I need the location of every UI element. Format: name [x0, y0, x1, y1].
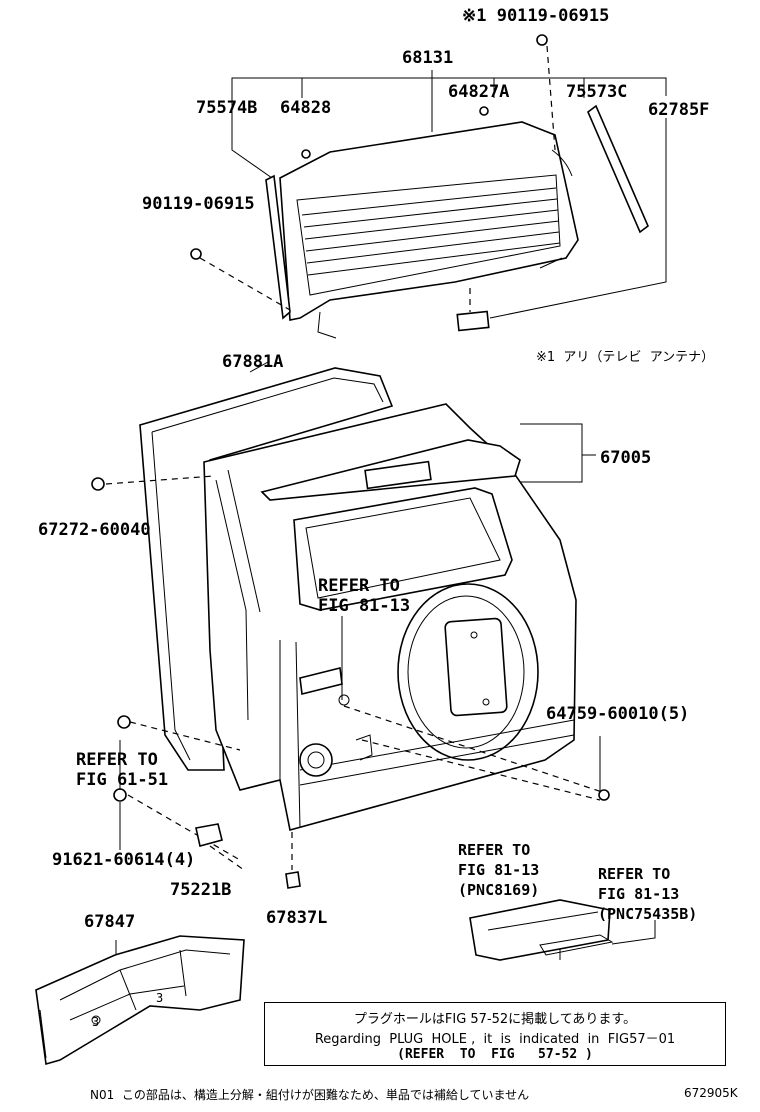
refer-pnc75435b-line2: FIG 81-13 — [598, 885, 680, 903]
refer-81-13-a-line2: FIG 81-13 — [318, 596, 411, 616]
refer-pnc75435b-line3: (PNC75435B) — [598, 905, 698, 923]
label-67847: 67847 — [84, 912, 136, 932]
refer-pnc8169-line3: (PNC8169) — [458, 881, 540, 899]
callout-3-a: 3 — [156, 991, 164, 1005]
label-75221b: 75221B — [170, 880, 232, 900]
plug-hole-note: プラグホールはFIG 57-52に掲載してあります。 Regarding PLU… — [264, 1002, 726, 1066]
label-67272: 67272-60040 — [38, 520, 151, 540]
refer-pnc8169-line2: FIG 81-13 — [458, 861, 540, 879]
label-75574b: 75574B — [196, 98, 258, 118]
label-64759: 64759-60010(5) — [546, 704, 690, 724]
inner-panel-group — [35, 935, 245, 1066]
figure-id: 672905K — [684, 1086, 738, 1100]
label-91621: 91621-60614(4) — [52, 850, 196, 870]
refer-81-13-a-line1: REFER TO — [318, 576, 400, 596]
label-64828: 64828 — [280, 98, 332, 118]
inner-panel-67847 — [35, 935, 245, 1066]
refer-pnc75435b-line1: REFER TO — [598, 865, 671, 883]
back-window-glass — [279, 121, 579, 321]
label-64827a: 64827A — [448, 82, 510, 102]
refer-61-51-line2: FIG 61-51 — [76, 770, 169, 790]
weatherstrip-75574b — [265, 174, 291, 320]
label-67837l: 67837L — [266, 908, 328, 928]
note-line-jp: プラグホールはFIG 57-52に掲載してあります。 — [353, 1012, 637, 1027]
label-67005: 67005 — [600, 448, 652, 468]
note-line-refer: (REFER TO FIG 57-52 ) — [397, 1047, 593, 1062]
antenna-note: ※1 アリ（テレビ アンテナ） — [536, 350, 715, 365]
label-75573c: 75573C — [566, 82, 628, 102]
label-62785f: 62785F — [648, 100, 710, 120]
note-line-en: Regarding PLUG HOLE , it is indicated in… — [314, 1032, 676, 1047]
back-door-glass-group — [190, 34, 667, 339]
label-68131: 68131 — [402, 48, 454, 68]
label-90119: 90119-06915 — [142, 194, 255, 214]
refer-61-51-line1: REFER TO — [76, 750, 158, 770]
callout-3-b: 3 — [92, 1015, 100, 1029]
hinge-75221b — [195, 823, 223, 847]
garnish-group — [469, 899, 656, 961]
back-door-panel-group — [91, 361, 610, 889]
label-67881a: 67881A — [222, 352, 284, 372]
label-sticker — [456, 310, 490, 332]
footer-note: N01 この部品は、構造上分解・組付けが困難なため、単品では補給していません — [90, 1088, 530, 1102]
weatherstrip-75573c — [587, 104, 649, 234]
refer-pnc8169-line1: REFER TO — [458, 841, 531, 859]
label-antenna-screw: ※1 90119-06915 — [462, 6, 610, 26]
